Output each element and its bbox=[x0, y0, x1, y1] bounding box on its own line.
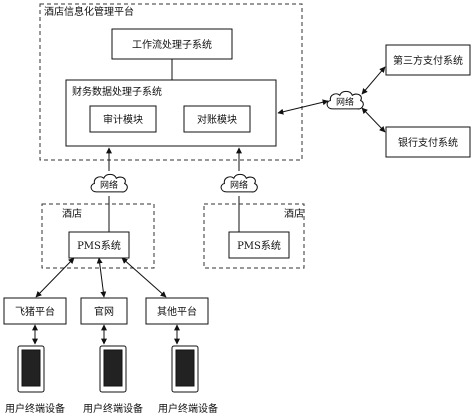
left-network-label: 网络 bbox=[100, 179, 118, 191]
hotel-2-pms-label: PMS系统 bbox=[237, 239, 281, 252]
audit-module-label: 审计模块 bbox=[103, 113, 143, 126]
channel-box-1 bbox=[3, 297, 67, 325]
hotel-2-container bbox=[203, 203, 305, 269]
terminal-device-1-icon bbox=[17, 345, 45, 393]
workflow-subsystem-label: 工作流处理子系统 bbox=[132, 38, 212, 51]
hotel-2-title: 酒店 bbox=[284, 207, 304, 220]
network-thirdparty-link bbox=[361, 66, 386, 95]
third-party-payment-box bbox=[385, 44, 471, 76]
reconcile-module-label: 对账模块 bbox=[197, 113, 237, 126]
hotel-1-pms-label: PMS系统 bbox=[77, 239, 121, 252]
channel-box-2 bbox=[80, 297, 128, 325]
pms-channel-2-link bbox=[96, 257, 107, 298]
terminal-label-3: 用户终端设备 bbox=[158, 402, 218, 415]
hotel-1-pms-box bbox=[68, 231, 130, 259]
channel-box-3 bbox=[145, 297, 209, 325]
terminal-label-1: 用户终端设备 bbox=[5, 402, 65, 415]
network-bank-link bbox=[361, 107, 386, 133]
hotel-1-title: 酒店 bbox=[62, 207, 82, 220]
terminal-label-2: 用户终端设备 bbox=[83, 402, 143, 415]
pms-channel-3-link bbox=[121, 257, 167, 298]
right-network-label: 网络 bbox=[336, 96, 354, 108]
pms-channel-1-link bbox=[35, 257, 75, 298]
finance-network-link bbox=[277, 99, 329, 115]
platform-title: 酒店信息化管理平台 bbox=[44, 5, 134, 18]
middle-network-label: 网络 bbox=[230, 179, 248, 191]
third-party-payment-label: 第三方支付系统 bbox=[393, 54, 463, 67]
finance-subsystem-title: 财务数据处理子系统 bbox=[72, 85, 162, 98]
channel-label-2: 官网 bbox=[94, 305, 114, 318]
bank-payment-label: 银行支付系统 bbox=[398, 136, 458, 149]
terminal-device-3-icon bbox=[171, 345, 199, 393]
channel-label-3: 其他平台 bbox=[157, 305, 197, 318]
reconcile-module-box bbox=[183, 105, 251, 133]
hotel-2-pms-box bbox=[228, 231, 290, 259]
bank-payment-box bbox=[385, 126, 471, 158]
audit-module-box bbox=[89, 105, 157, 133]
terminal-device-2-icon bbox=[99, 345, 127, 393]
channel-label-1: 飞猪平台 bbox=[15, 305, 55, 318]
platform-container bbox=[39, 3, 303, 161]
